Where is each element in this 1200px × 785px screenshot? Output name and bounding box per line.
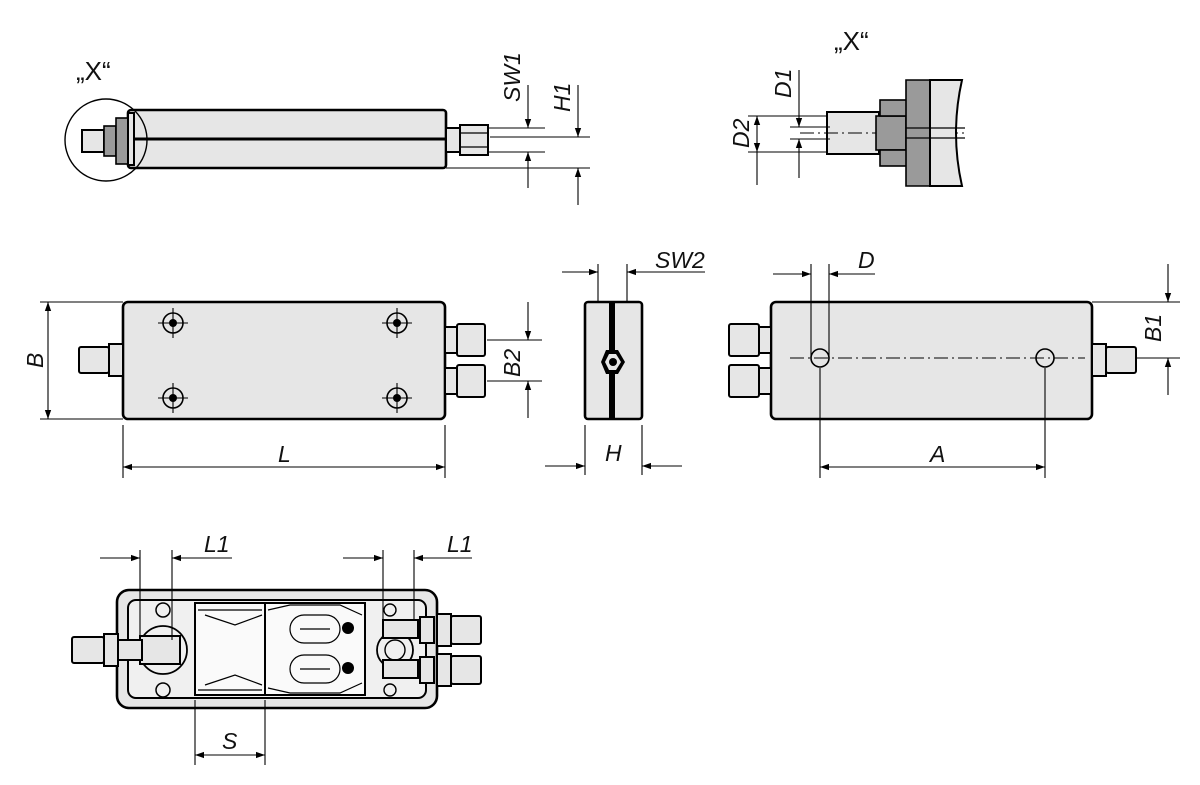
- dim-l1-left: L1: [204, 531, 230, 557]
- detail-marker-right: „X“: [834, 26, 869, 56]
- detail-marker-left: „X“: [76, 56, 111, 86]
- dim-b1: B1: [1140, 314, 1166, 342]
- sw1-h1-dimensions: [446, 85, 590, 205]
- dim-a: A: [928, 441, 945, 467]
- screw-holes: [158, 308, 412, 413]
- dim-b: B: [22, 353, 48, 368]
- dim-b2: B2: [499, 349, 525, 377]
- dim-d2: D2: [728, 118, 754, 148]
- front-view-dimensions: [40, 301, 542, 478]
- top-view: [64, 98, 489, 182]
- dim-l: L: [278, 441, 291, 467]
- dim-d: D: [858, 247, 875, 273]
- d1-d2-dimensions: [748, 70, 830, 185]
- section-view: [71, 588, 482, 710]
- dim-h1: H1: [549, 83, 575, 112]
- detail-x-view: [800, 79, 965, 187]
- side-view-dimensions: [545, 264, 705, 475]
- dim-l1-right: L1: [447, 531, 473, 557]
- side-view: [583, 300, 644, 421]
- dim-d1: D1: [770, 69, 796, 98]
- dim-s: S: [222, 728, 238, 754]
- dim-sw1: SW1: [499, 52, 525, 102]
- section-view-dimensions: [100, 550, 472, 765]
- rear-view: [728, 300, 1137, 421]
- rear-view-dimensions: [773, 264, 1180, 478]
- front-view: [78, 300, 486, 421]
- dim-sw2: SW2: [655, 247, 705, 273]
- dim-h: H: [605, 440, 622, 466]
